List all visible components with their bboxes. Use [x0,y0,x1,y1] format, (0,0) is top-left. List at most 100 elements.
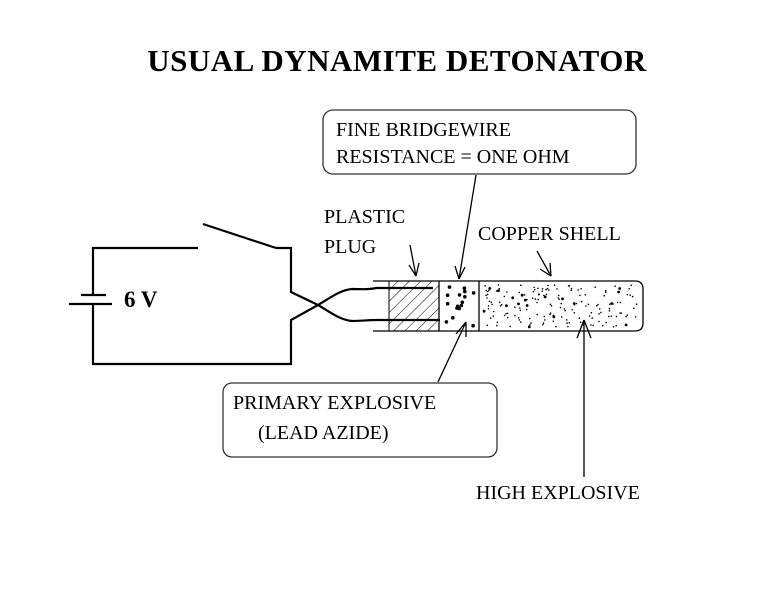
high-explosive-particle [578,317,581,320]
high-explosive-particle [482,309,486,313]
high-explosive-particle [542,322,545,324]
high-explosive-particle [543,294,545,297]
high-explosive-particle [577,289,579,291]
high-explosive-particle [605,321,607,324]
high-explosive-particle [570,289,573,292]
high-explosive-particle [526,298,528,301]
high-explosive-particle [609,303,611,306]
high-explosive-particle [489,317,492,319]
primary-explosive-arrow [437,321,467,383]
high-explosive-particle [601,324,604,327]
high-explosive-particle [556,288,558,290]
high-explosive-particle [484,285,487,287]
bridgewire-label-line1: FINE BRIDGEWIRE [336,119,511,141]
high-explosive-particle [517,302,520,306]
primary-explosive-particle [444,320,449,324]
high-explosive-particle [579,294,581,297]
high-explosive-particle [496,324,498,327]
high-explosive-particle [543,295,547,299]
high-explosive-particle [625,315,627,318]
high-explosive-particle [547,284,549,287]
high-explosive-particle [600,311,602,314]
high-explosive-particle [620,312,622,315]
diagram-title: USUAL DYNAMITE DETONATOR [147,43,647,78]
high-explosive-particle [631,295,634,298]
high-explosive-particle [525,304,529,307]
high-explosive-particle [596,304,598,307]
high-explosive-particle [610,315,612,318]
high-explosive-particle [580,300,583,303]
high-explosive-particle [592,324,594,327]
high-explosive-particle [536,301,538,304]
high-explosive-particle [618,287,622,290]
high-explosive-particle [573,312,576,314]
high-explosive-particle [534,298,537,300]
high-explosive-particle [624,323,628,327]
high-explosive-particle [605,291,607,293]
primary-explosive-particle [455,306,459,310]
high-explosive-particle [594,286,596,289]
primary-explosive-particle [471,291,476,295]
high-explosive-particle [495,290,498,292]
high-explosive-particle [527,325,531,329]
high-explosive-particle [608,307,611,310]
high-explosive-particle [545,288,547,291]
lead-wire-1 [317,286,433,306]
plastic-plug [388,280,440,332]
high-explosive-particle [498,301,501,304]
high-explosive-particle [525,308,528,311]
high-explosive-particle [488,287,492,290]
wire-bottom [91,304,319,366]
high-explosive-particle [603,294,606,297]
high-explosive-particle [537,287,539,290]
circuit: 6 V [69,222,440,366]
high-explosive-particle [626,293,629,296]
high-explosive-particle [538,293,540,296]
high-explosive-particle [564,309,566,312]
high-explosive-particle [509,325,512,328]
primary-explosive-particle [445,293,450,298]
high-explosive-particle [505,312,507,315]
high-explosive-particle [598,308,601,310]
high-explosive-particle [500,303,503,306]
high-explosive-particle [487,290,489,293]
high-explosive-particle [528,317,531,320]
high-explosive-particle [546,287,549,290]
high-explosive-particle [607,315,610,318]
high-explosive-particle [568,322,570,324]
high-explosive-particle [633,307,635,310]
primary-explosive-callout-box [222,382,498,458]
primary-explosive-particle [451,316,455,320]
high-explosive-particle [517,317,520,319]
bridgewire-label-line2: RESISTANCE = ONE OHM [336,146,570,168]
high-explosive-particle [557,294,560,297]
primary-explosive-particle [457,293,462,297]
high-explosive-particle [590,311,593,314]
high-explosive-particle [499,305,502,307]
high-explosive-particle [486,293,489,296]
high-explosive-particle [492,315,495,317]
high-explosive-particle [486,297,488,299]
bridgewire-arrow [454,174,477,280]
high-explosive-particle [608,310,611,312]
high-explosive-particle [503,295,506,298]
high-explosive-particle [523,294,526,296]
high-explosive-particle [549,312,552,315]
high-explosive-particle [532,290,535,293]
detonator-body [373,280,644,332]
high-explosive-particle [487,307,490,310]
high-explosive-particle [545,293,548,296]
high-explosive-particle [598,320,600,323]
primary-explosive-particle [447,285,452,289]
high-explosive-particle [523,298,527,302]
battery-voltage-label: 6 V [124,287,158,312]
high-explosive-particle [519,307,521,309]
high-explosive-particle [557,297,560,299]
high-explosive-particle [506,316,509,319]
high-explosive-particle [541,290,543,293]
high-explosive-particle [548,289,550,291]
high-explosive-particle [492,310,495,313]
high-explosive-particle [514,306,516,309]
high-explosive-particle [485,294,487,297]
